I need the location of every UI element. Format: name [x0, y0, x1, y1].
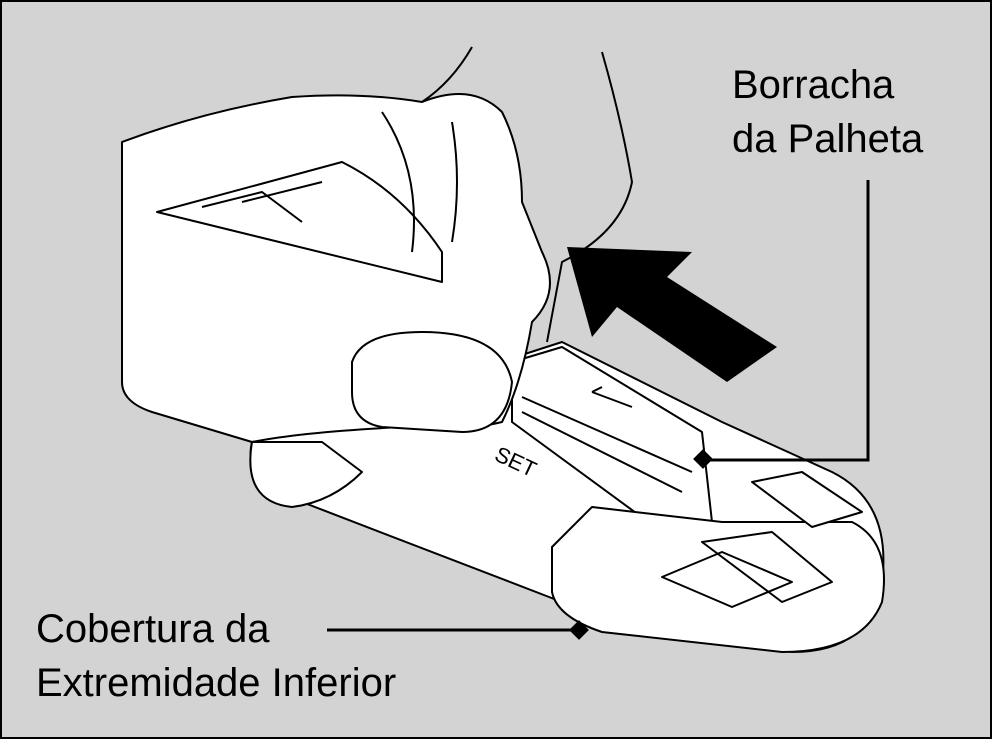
label-blade-rubber-line2: da Palheta [732, 117, 924, 161]
fingertip [351, 331, 513, 433]
label-end-cover: Cobertura da Extremidade Inferior [36, 602, 396, 710]
leader-marker-blade-rubber [693, 449, 713, 469]
push-direction-arrow [567, 247, 777, 382]
label-blade-rubber-line1: Borracha [732, 63, 895, 107]
label-blade-rubber: Borracha da Palheta [732, 58, 923, 166]
finger-lower [249, 441, 363, 508]
label-end-cover-line1: Cobertura da [36, 607, 270, 651]
leader-marker-end-cover [569, 620, 589, 640]
label-end-cover-line2: Extremidade Inferior [36, 661, 397, 705]
leader-line-blade-rubber [704, 180, 870, 462]
